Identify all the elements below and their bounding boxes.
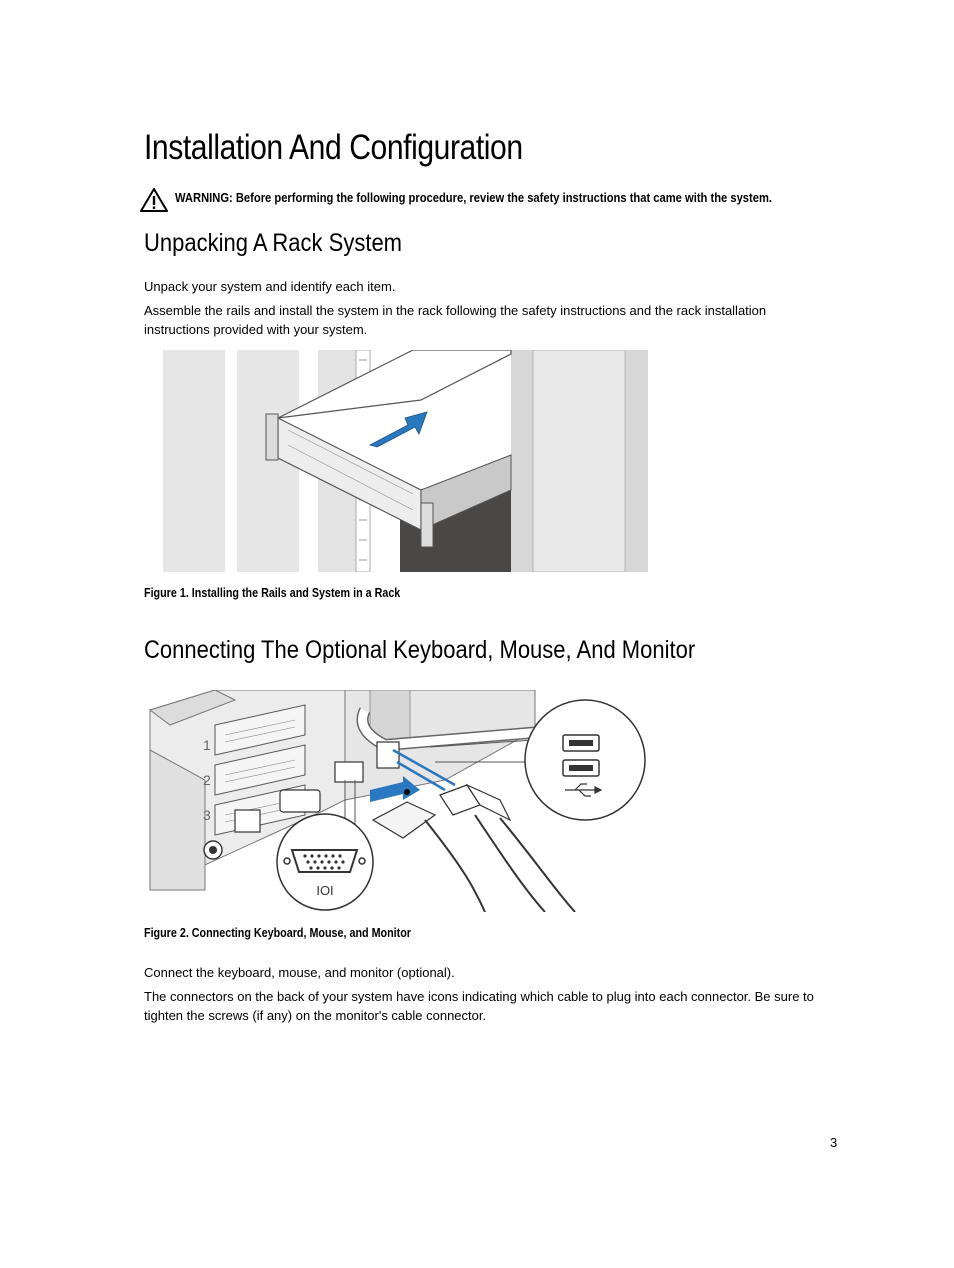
- vga-icon-label: IOI: [316, 883, 333, 898]
- usb-icon: [565, 783, 603, 797]
- slot-label-1: 1: [203, 737, 211, 753]
- slot-label-2: 2: [203, 772, 211, 788]
- paragraph-assemble: Assemble the rails and install the syste…: [144, 303, 767, 337]
- warning-triangle-icon: [140, 188, 168, 212]
- paragraph-connectors: The connectors on the back of your syste…: [144, 989, 814, 1023]
- warning-text: WARNING: Before performing the following…: [175, 190, 773, 205]
- section-heading-unpacking: Unpacking A Rack System: [144, 229, 403, 257]
- section-heading-connecting: Connecting The Optional Keyboard, Mouse,…: [144, 636, 696, 664]
- page-title: Installation And Configuration: [144, 128, 523, 167]
- figure-1-caption: Figure 1. Installing the Rails and Syste…: [144, 586, 401, 600]
- paragraph-connect: Connect the keyboard, mouse, and monitor…: [144, 965, 455, 980]
- figure-keyboard-mouse-monitor: 1 2 3 IOI: [145, 690, 648, 912]
- paragraph-unpack: Unpack your system and identify each ite…: [144, 279, 396, 294]
- page-number: 3: [830, 1135, 838, 1150]
- figure-2-caption: Figure 2. Connecting Keyboard, Mouse, an…: [144, 926, 411, 940]
- figure-rack-installation: [163, 350, 648, 572]
- slot-label-3: 3: [203, 807, 211, 823]
